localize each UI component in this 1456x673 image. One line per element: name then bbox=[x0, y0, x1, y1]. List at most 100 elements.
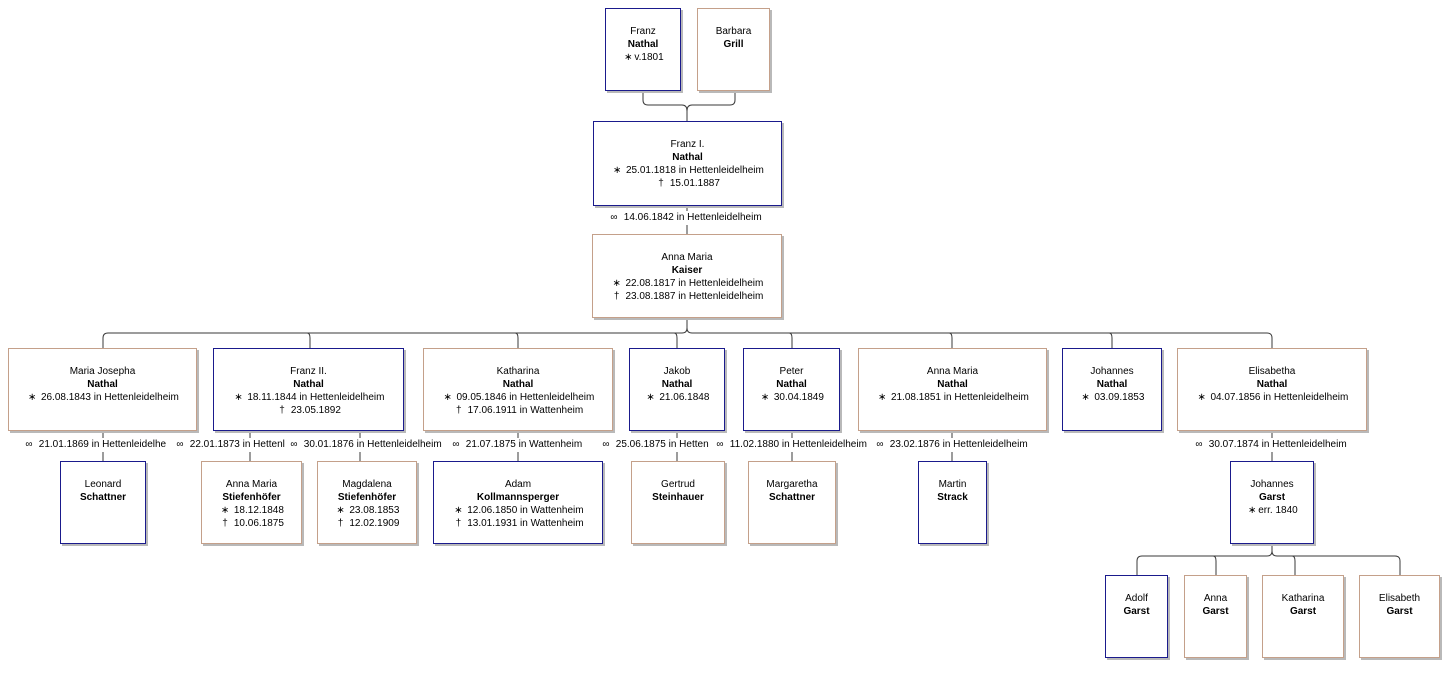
death-symbol: † bbox=[222, 518, 228, 529]
surname: Schattner bbox=[79, 492, 127, 503]
person-card-elisabetha-nathal[interactable]: Elisabetha Nathal ∗ 04.07.1856 in Hetten… bbox=[1177, 348, 1367, 431]
marriage-rings-icon: ∞ bbox=[1195, 439, 1203, 450]
given-name: Gertrud bbox=[661, 479, 695, 490]
marriage-rings-icon: ∞ bbox=[610, 212, 618, 223]
person-card-adam-kollmannsperger[interactable]: Adam Kollmannsperger ∗ 12.06.1850 in Wat… bbox=[433, 461, 603, 544]
person-card-gertrud-steinhauer[interactable]: Gertrud Steinhauer bbox=[631, 461, 725, 544]
surname: Nathal bbox=[776, 379, 807, 390]
death-symbol: † bbox=[455, 518, 462, 529]
marriage-rings-icon: ∞ bbox=[602, 439, 610, 450]
surname: Nathal bbox=[627, 39, 659, 50]
given-name: Barbara bbox=[715, 26, 752, 37]
surname: Nathal bbox=[87, 379, 118, 390]
surname: Garst bbox=[1258, 492, 1286, 503]
birth-event: ∗ 26.08.1843 in Hettenleidelheim bbox=[27, 392, 179, 403]
birth-event: ∗v.1801 bbox=[624, 52, 664, 63]
person-card-johannes-garst[interactable]: Johannes Garst ∗err. 1840 bbox=[1230, 461, 1314, 544]
person-card-elisabeth-garst[interactable]: Elisabeth Garst bbox=[1359, 575, 1440, 658]
person-card-anna-maria-kaiser[interactable]: Anna Maria Kaiser ∗ 22.08.1817 in Hetten… bbox=[592, 234, 782, 318]
birth-symbol: ∗ bbox=[760, 392, 770, 403]
birth-event: ∗ 21.06.1848 bbox=[646, 392, 710, 403]
marriage-label-maria-josepha: ∞ 21.01.1869 in Hettenleidelhe bbox=[22, 438, 173, 452]
person-card-johannes-nathal[interactable]: Johannes Nathal ∗ 03.09.1853 bbox=[1062, 348, 1162, 431]
surname: Nathal bbox=[937, 379, 968, 390]
surname: Nathal bbox=[661, 379, 693, 390]
surname: Nathal bbox=[1096, 379, 1128, 390]
person-card-barbara-grill[interactable]: Barbara Grill bbox=[697, 8, 770, 91]
death-event: † 17.06.1911 in Wattenheim bbox=[424, 404, 612, 417]
person-card-anna-garst[interactable]: Anna Garst bbox=[1184, 575, 1247, 658]
surname: Grill bbox=[723, 39, 744, 50]
given-name: Katharina bbox=[1281, 593, 1325, 604]
birth-symbol: ∗ bbox=[234, 392, 243, 403]
birth-symbol: ∗ bbox=[454, 505, 463, 516]
birth-event: ∗ 21.08.1851 in Hettenleidelheim bbox=[877, 392, 1029, 403]
marriage-label-franz-ii-second: ∞ 30.01.1876 in Hettenleidelheim bbox=[287, 438, 449, 452]
birth-event: ∗ 18.12.1848 bbox=[220, 505, 284, 516]
surname: Schattner bbox=[768, 492, 816, 503]
given-name: Elisabeth bbox=[1378, 593, 1421, 604]
surname: Garst bbox=[1202, 606, 1229, 617]
surname: Nathal bbox=[502, 379, 534, 390]
marriage-rings-icon: ∞ bbox=[452, 439, 460, 450]
death-event: † 12.02.1909 bbox=[318, 517, 416, 530]
person-card-martin-strack[interactable]: Martin Strack bbox=[918, 461, 987, 544]
given-name: Franz II. bbox=[290, 366, 327, 377]
given-name: Johannes bbox=[1250, 479, 1294, 490]
birth-event: ∗ 18.11.1844 in Hettenleidelheim bbox=[234, 392, 385, 403]
death-event: † 10.06.1875 bbox=[202, 517, 301, 530]
birth-symbol: ∗ bbox=[612, 278, 621, 289]
person-card-adolf-garst[interactable]: Adolf Garst bbox=[1105, 575, 1168, 658]
surname: Stiefenhöfer bbox=[337, 492, 397, 503]
death-symbol: † bbox=[279, 405, 285, 416]
birth-event: ∗ 30.04.1849 bbox=[760, 392, 824, 403]
surname: Nathal bbox=[672, 152, 703, 163]
death-symbol: † bbox=[658, 178, 664, 189]
given-name: Anna bbox=[1203, 593, 1228, 604]
birth-symbol: ∗ bbox=[1248, 505, 1257, 516]
surname: Stiefenhöfer bbox=[222, 492, 281, 503]
death-symbol: † bbox=[613, 291, 620, 302]
person-card-margaretha-schattner[interactable]: Margaretha Schattner bbox=[748, 461, 836, 544]
person-card-franz-ii-nathal[interactable]: Franz II. Nathal ∗ 18.11.1844 in Hettenl… bbox=[213, 348, 404, 431]
person-card-franz-i-nathal[interactable]: Franz I. Nathal ∗ 25.01.1818 in Hettenle… bbox=[593, 121, 782, 206]
birth-event: ∗err. 1840 bbox=[1248, 505, 1298, 516]
birth-event: ∗ 03.09.1853 bbox=[1081, 392, 1145, 403]
birth-symbol: ∗ bbox=[1081, 392, 1090, 403]
marriage-label-franz-ii-first: ∞ 22.01.1873 in Hettenl bbox=[173, 438, 287, 452]
person-card-maria-josepha-nathal[interactable]: Maria Josepha Nathal ∗ 26.08.1843 in Het… bbox=[8, 348, 197, 431]
given-name: Leonard bbox=[84, 479, 122, 490]
death-event: † 23.05.1892 bbox=[214, 404, 403, 417]
person-card-franz-nathal-sr[interactable]: Franz Nathal ∗v.1801 bbox=[605, 8, 681, 91]
person-card-anna-maria-nathal[interactable]: Anna Maria Nathal ∗ 21.08.1851 in Hetten… bbox=[858, 348, 1047, 431]
given-name: Anna Maria bbox=[661, 252, 713, 263]
person-card-katharina-garst[interactable]: Katharina Garst bbox=[1262, 575, 1344, 658]
death-event: † 15.01.1887 bbox=[594, 177, 781, 190]
given-name: Magdalena bbox=[342, 479, 392, 490]
birth-event: ∗ 23.08.1853 bbox=[336, 505, 400, 516]
person-card-anna-maria-stiefenhoefer[interactable]: Anna Maria Stiefenhöfer ∗ 18.12.1848 † 1… bbox=[201, 461, 302, 544]
birth-event: ∗ 04.07.1856 in Hettenleidelheim bbox=[1197, 392, 1349, 403]
given-name: Jakob bbox=[663, 366, 691, 377]
person-card-peter-nathal[interactable]: Peter Nathal ∗ 30.04.1849 bbox=[743, 348, 840, 431]
given-name: Margaretha bbox=[766, 479, 818, 490]
person-card-jakob-nathal[interactable]: Jakob Nathal ∗ 21.06.1848 bbox=[629, 348, 725, 431]
surname: Nathal bbox=[1256, 379, 1288, 390]
birth-event: ∗ 12.06.1850 in Wattenheim bbox=[454, 505, 584, 516]
given-name: Johannes bbox=[1090, 366, 1134, 377]
death-symbol: † bbox=[337, 518, 344, 529]
given-name: Peter bbox=[779, 366, 804, 377]
surname: Steinhauer bbox=[652, 492, 704, 503]
surname: Garst bbox=[1289, 606, 1317, 617]
person-card-leonard-schattner[interactable]: Leonard Schattner bbox=[60, 461, 146, 544]
person-card-magdalena-stiefenhoefer[interactable]: Magdalena Stiefenhöfer ∗ 23.08.1853 † 12… bbox=[317, 461, 417, 544]
given-name: Maria Josepha bbox=[69, 366, 136, 377]
given-name: Franz bbox=[630, 26, 656, 37]
birth-symbol: ∗ bbox=[646, 392, 655, 403]
given-name: Martin bbox=[938, 479, 967, 490]
birth-symbol: ∗ bbox=[1197, 392, 1206, 403]
marriage-rings-icon: ∞ bbox=[876, 439, 884, 450]
person-card-katharina-nathal[interactable]: Katharina Nathal ∗ 09.05.1846 in Hettenl… bbox=[423, 348, 613, 431]
marriage-rings-icon: ∞ bbox=[290, 439, 298, 450]
